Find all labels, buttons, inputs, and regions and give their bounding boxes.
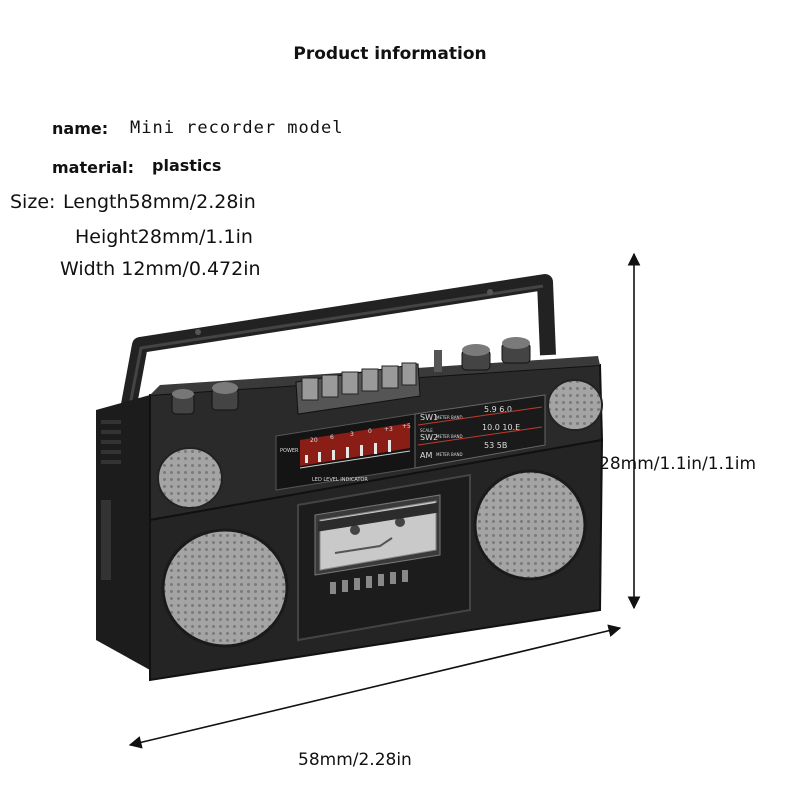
meter-tick: 20 xyxy=(310,437,318,444)
name-label: name: xyxy=(52,119,109,138)
sw1-label: SW1 xyxy=(420,413,438,422)
size-length: Length58mm/2.28in xyxy=(63,191,256,213)
size-width: Width 12mm/0.472in xyxy=(60,258,261,280)
side-vents xyxy=(101,420,121,580)
radio-handle xyxy=(120,274,556,412)
am-values: 53 5B xyxy=(484,441,507,450)
horizontal-dimension-label: 58mm/2.28in xyxy=(298,750,412,770)
size-label: Size: xyxy=(10,191,56,213)
meter-tick: 3 xyxy=(350,431,354,438)
meter-panel: 20 6 3 0 +3 +5 POWER LED LEVEL INDICATOR xyxy=(275,413,416,491)
tuner-panel: SW1 METER BAND 5.9 6.0 SCALE SW2 METER B… xyxy=(414,394,546,469)
meter-tick: 0 xyxy=(368,428,372,435)
top-knobs xyxy=(171,337,531,415)
upper-left-speaker xyxy=(157,447,223,509)
sw1-sub: METER BAND xyxy=(436,415,463,420)
lower-right-speaker xyxy=(473,469,587,581)
material-label: material: xyxy=(52,158,135,177)
sw1-values: 5.9 6.0 xyxy=(484,405,512,414)
horizontal-dimension-arrow xyxy=(128,624,622,749)
indicator-label: LED LEVEL INDICATOR xyxy=(312,477,368,483)
sw2-label: SW2 xyxy=(420,433,438,442)
name-value: Mini recorder model xyxy=(130,118,344,138)
am-label: AM xyxy=(420,451,432,460)
cassette-keys xyxy=(295,362,421,415)
page-title: Product information xyxy=(293,44,487,64)
scale-label: SCALE xyxy=(420,428,433,433)
material-value: plastics xyxy=(152,156,222,175)
meter-tick: 6 xyxy=(330,434,334,441)
upper-right-speaker xyxy=(547,379,603,431)
power-label: POWER xyxy=(280,448,299,454)
am-sub: METER BAND xyxy=(436,452,463,457)
sw2-sub: METER BAND xyxy=(436,434,463,439)
cassette-deck xyxy=(297,473,471,642)
sw2-values: 10.0 10.E xyxy=(482,423,520,432)
size-height: Height28mm/1.1in xyxy=(75,226,253,248)
meter-tick: +3 xyxy=(384,426,393,433)
meter-tick: +5 xyxy=(402,423,411,430)
lower-left-speaker xyxy=(161,528,289,648)
